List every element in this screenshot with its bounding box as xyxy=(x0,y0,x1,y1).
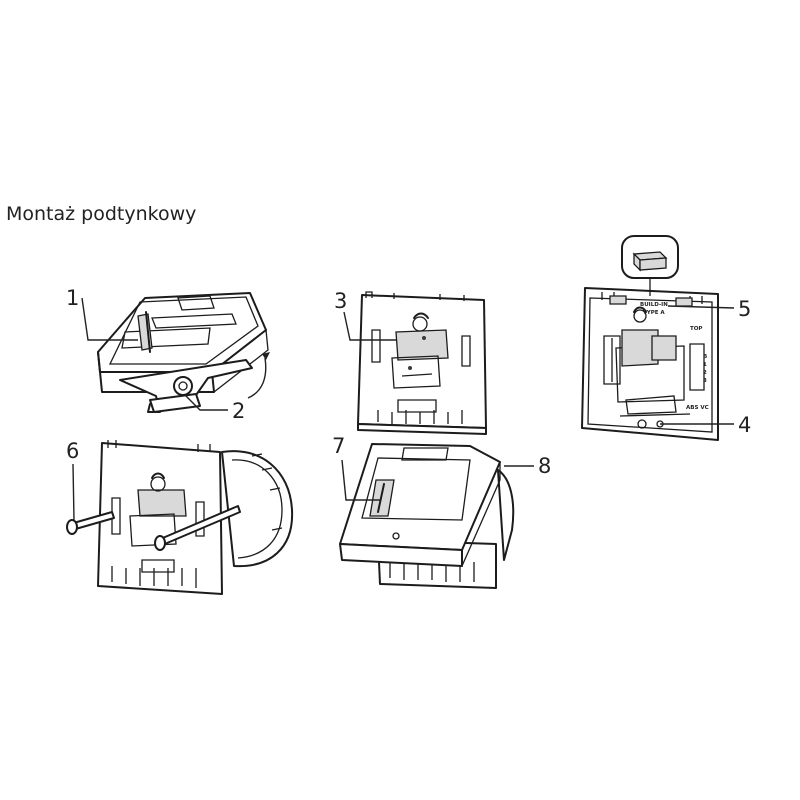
rotation-arrow xyxy=(247,357,267,399)
callout-1: 1 xyxy=(66,286,79,310)
callout-8: 8 xyxy=(538,454,551,478)
screw-left xyxy=(66,511,115,535)
back-plate-labeled: TOP BUILD-IN TYPE A ABS VC B 1 2 3 xyxy=(581,287,719,441)
build-in-label: BUILD-IN xyxy=(640,302,668,308)
callout-3-leader xyxy=(343,311,396,341)
release-key xyxy=(119,359,253,413)
assembled-thermostat xyxy=(339,443,515,589)
callout-6: 6 xyxy=(66,439,79,463)
back-plate-step3 xyxy=(357,291,487,435)
callout-2: 2 xyxy=(232,399,245,423)
terminal-3-label: 3 xyxy=(703,378,707,384)
back-plate-on-box xyxy=(97,440,294,595)
type-a-label: TYPE A xyxy=(643,310,665,316)
callout-5: 5 xyxy=(738,297,751,321)
terminal-1-label: 1 xyxy=(703,362,707,368)
callout-4: 4 xyxy=(738,413,751,437)
vdc-label: ABS VC xyxy=(686,405,709,411)
screw-right xyxy=(154,505,241,551)
diagram-title: Montaż podtynkowy xyxy=(6,203,197,225)
terminal-b-label: B xyxy=(703,354,707,360)
callout-2-leader xyxy=(185,395,228,411)
terminal-2-label: 2 xyxy=(703,370,707,376)
top-label: TOP xyxy=(690,326,702,332)
callout-5-leader xyxy=(667,305,735,309)
rotation-arrow-head xyxy=(262,352,270,360)
callout-7: 7 xyxy=(332,434,345,458)
callout-3: 3 xyxy=(334,289,347,313)
callout-6-leader xyxy=(72,463,75,521)
dip-switch-inset xyxy=(621,235,679,296)
callout-7-leader xyxy=(341,459,380,501)
callout-1-leader xyxy=(81,297,138,341)
